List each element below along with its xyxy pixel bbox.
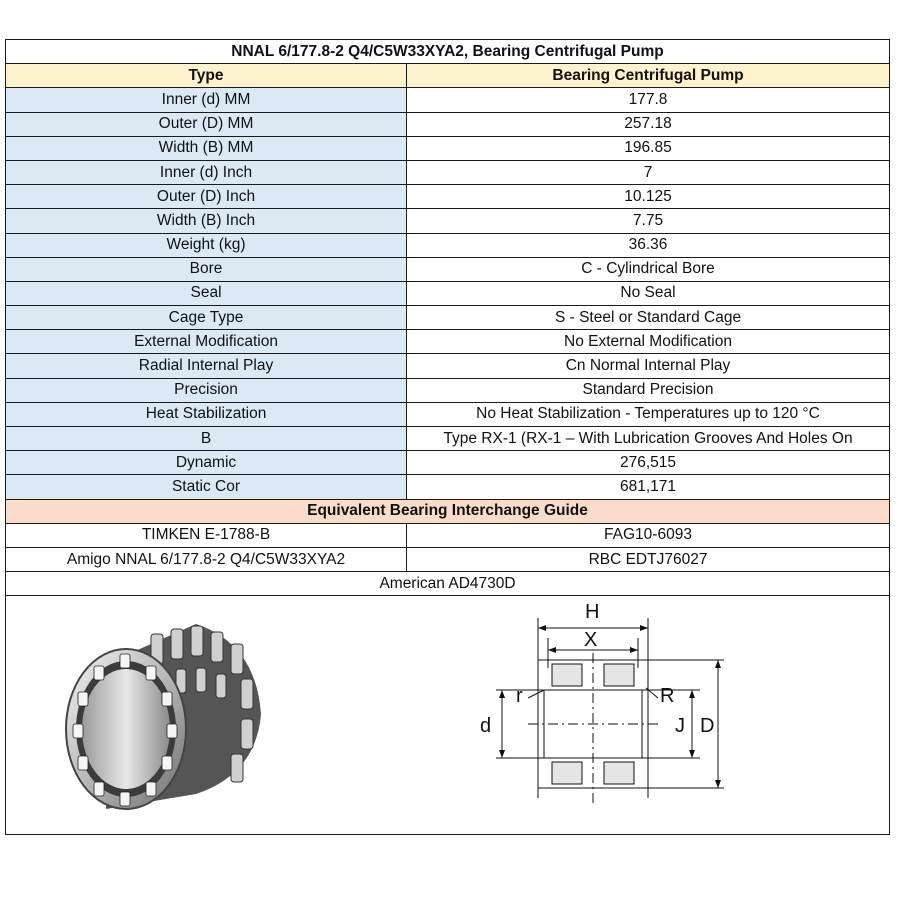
bearing-spec-table: NNAL 6/177.8-2 Q4/C5W33XYA2, Bearing Cen… [4,38,891,836]
interchange-row: TIMKEN E-1788-B FAG10-6093 [5,522,891,548]
diagram-label-x: X [584,629,597,651]
spec-value: 257.18 [405,111,891,137]
interchange-guide-title: Equivalent Bearing Interchange Guide [4,498,891,524]
spec-label: Outer (D) Inch [5,184,407,210]
spec-label: Dynamic [5,450,407,476]
spec-label: Static Cor [5,474,407,500]
spec-label: Weight (kg) [5,232,407,258]
bearing-images-cell: H X r R d J D [4,595,891,836]
spec-value: No Heat Stabilization - Temperatures up … [405,401,891,428]
spec-value: 7 [405,159,891,186]
spec-label: Seal [5,280,407,307]
page-title: NNAL 6/177.8-2 Q4/C5W33XYA2, Bearing Cen… [4,38,891,65]
spec-value: S - Steel or Standard Cage [405,305,891,331]
spec-label: Precision [5,377,407,403]
spec-value: 10.125 [405,184,891,210]
bearing-photo-image [65,624,261,811]
spec-value: No Seal [405,280,891,307]
spec-label: Cage Type [5,305,407,331]
bearing-cross-section-diagram: H X r R d J D [480,601,724,804]
spec-value: Cn Normal Internal Play [405,353,891,379]
diagram-label-r-large: R [660,685,674,707]
interchange-cell-american: American AD4730D [4,571,891,597]
spec-value: Type RX-1 (RX-1 – With Lubrication Groov… [405,425,891,452]
interchange-cell: RBC EDTJ76027 [405,546,891,573]
spec-label: Inner (d) MM [5,87,407,113]
diagram-label-d-large: D [700,715,714,737]
spec-label: Heat Stabilization [5,401,407,428]
interchange-cell: Amigo NNAL 6/177.8-2 Q4/C5W33XYA2 [5,546,407,573]
diagram-label-r-small: r [516,685,523,707]
spec-label: B [5,425,407,452]
spec-value: 36.36 [405,232,891,258]
spec-value: 7.75 [405,208,891,234]
spec-value: 196.85 [405,135,891,161]
spec-label: External Modification [5,329,407,355]
interchange-cell: TIMKEN E-1788-B [5,522,407,548]
diagram-label-d-small: d [480,715,491,737]
header-type-value: Bearing Centrifugal Pump [405,63,891,89]
spec-label: Width (B) MM [5,135,407,161]
spec-value: C - Cylindrical Bore [405,256,891,282]
spec-value: No External Modification [405,329,891,355]
header-type-label: Type [5,63,407,89]
spec-value: 681,171 [405,474,891,500]
spec-value: Standard Precision [405,377,891,403]
interchange-row: Amigo NNAL 6/177.8-2 Q4/C5W33XYA2 RBC ED… [5,546,891,573]
spec-row: Weight (kg)36.36 [5,232,891,258]
spec-label: Radial Internal Play [5,353,407,379]
spec-label: Bore [5,256,407,282]
diagram-label-h: H [585,601,599,623]
spec-label: Inner (d) Inch [5,159,407,186]
interchange-cell: FAG10-6093 [405,522,891,548]
spec-label: Width (B) Inch [5,208,407,234]
spec-value: 276,515 [405,450,891,476]
spec-label: Outer (D) MM [5,111,407,137]
diagram-label-j: J [675,715,685,737]
spec-value: 177.8 [405,87,891,113]
